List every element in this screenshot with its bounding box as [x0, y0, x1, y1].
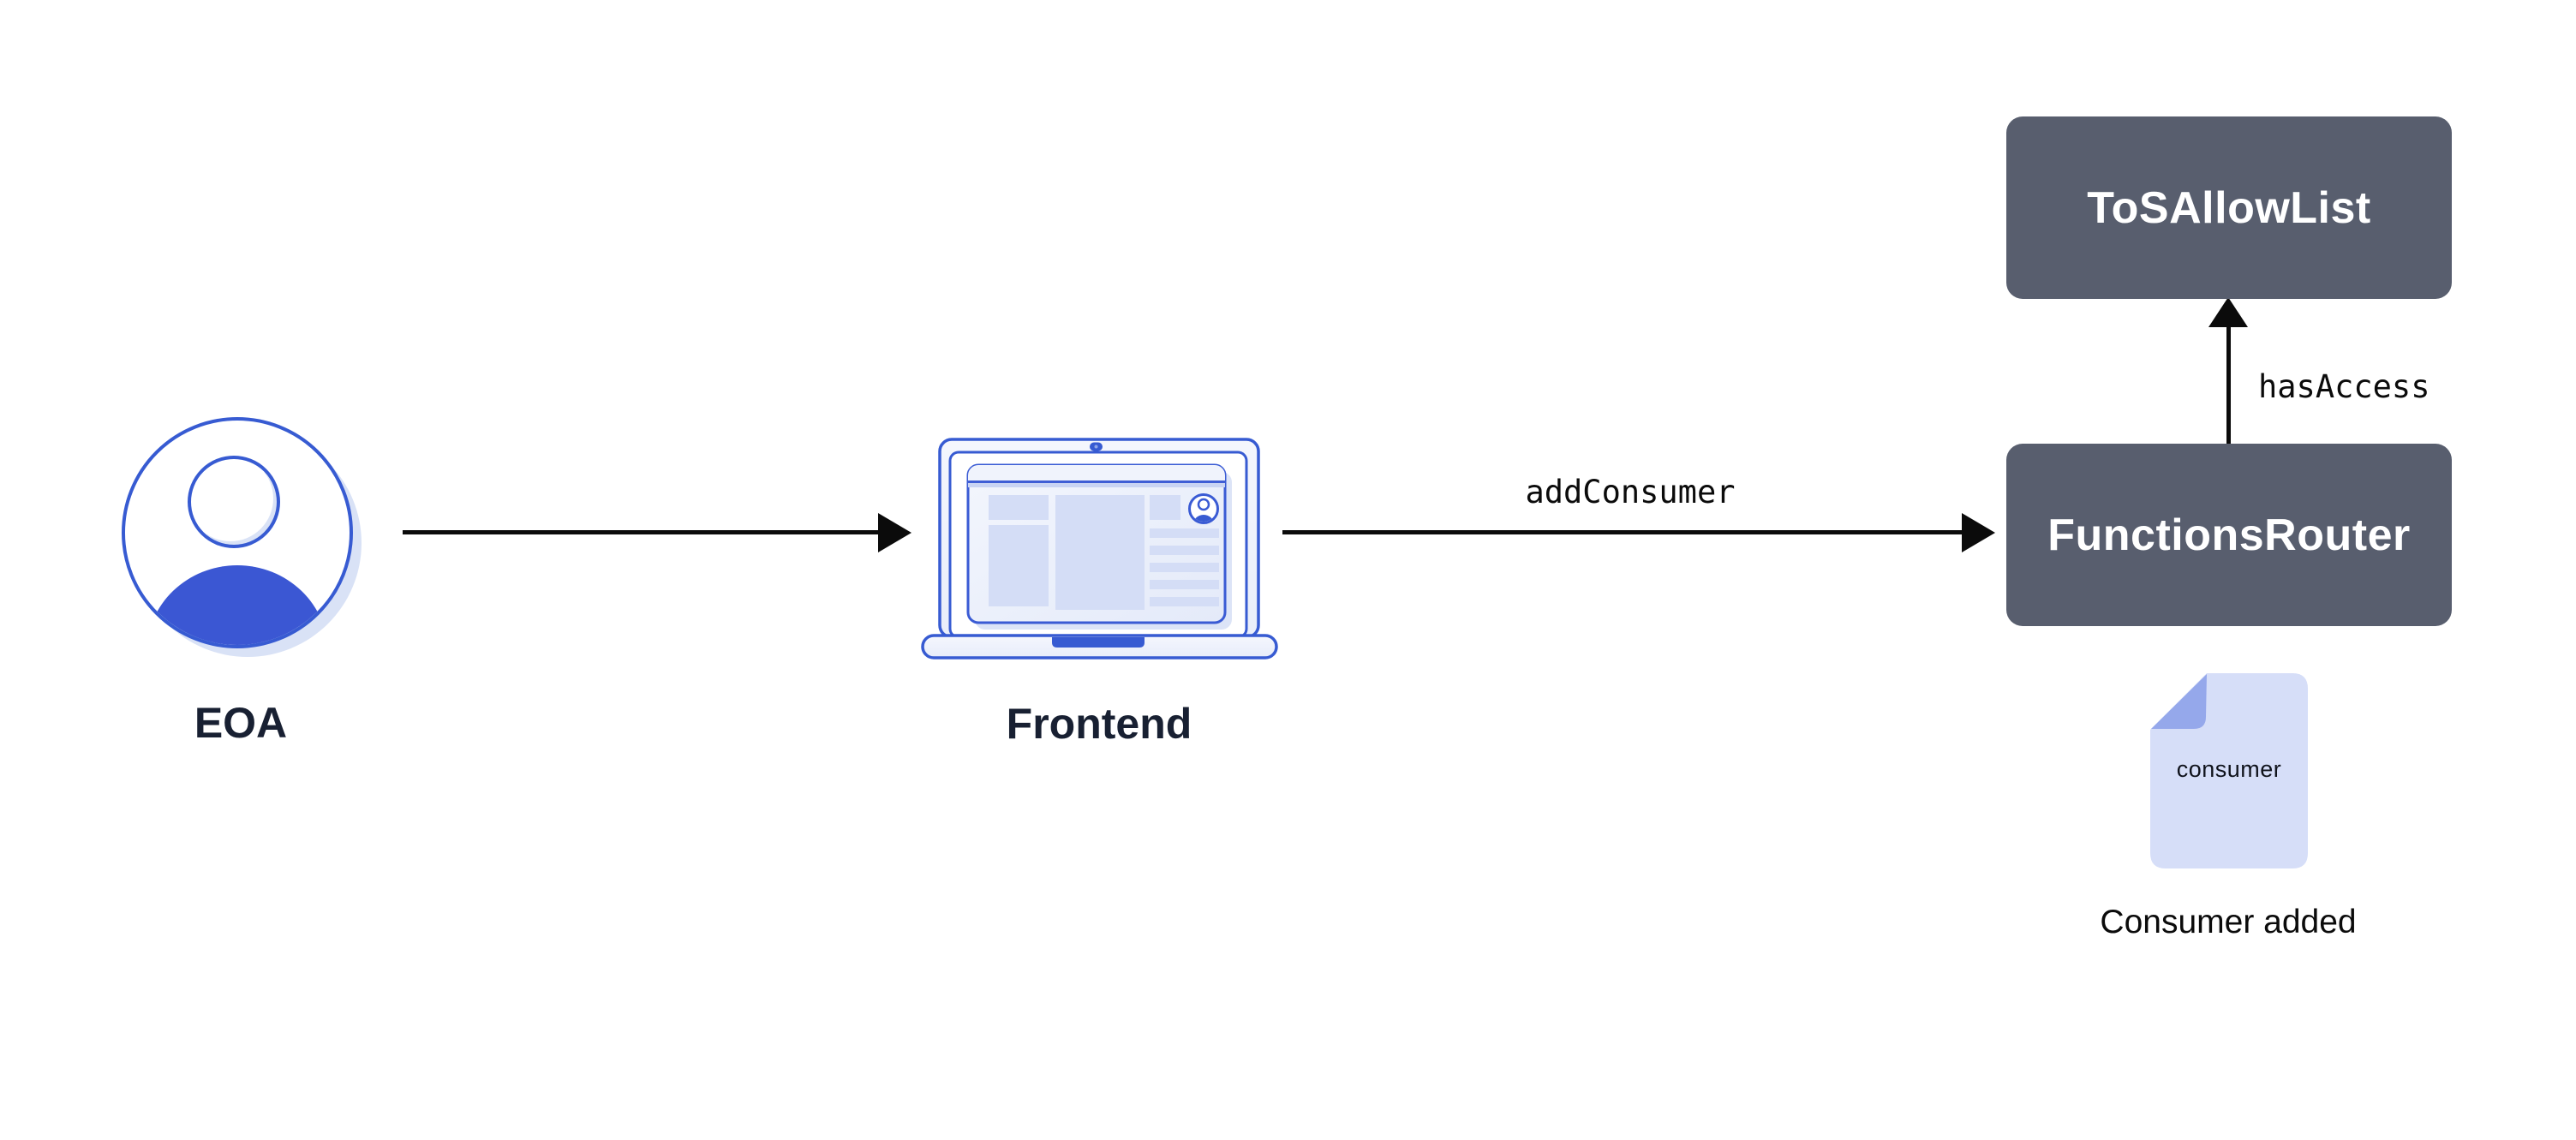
frontend-label: Frontend [1006, 700, 1192, 748]
consumer-file-node [2149, 672, 2309, 869]
laptop-icon [921, 438, 1278, 660]
consumer-added-caption: Consumer added [2100, 904, 2357, 940]
tosallowlist-box: ToSAllowList [2006, 116, 2452, 299]
tosallowlist-label: ToSAllowList [2087, 182, 2371, 233]
arrow-line [2226, 325, 2231, 444]
functionsrouter-box: FunctionsRouter [2006, 444, 2452, 626]
document-icon [2150, 673, 2308, 868]
arrowhead-up-icon [2208, 297, 2248, 327]
frontend-node [917, 432, 1279, 660]
arrowhead-right-icon [1962, 513, 1995, 552]
arrow-line [403, 530, 880, 534]
edge-label-hasaccess: hasAccess [2258, 368, 2430, 405]
arrow-line [1282, 530, 1963, 534]
arrowhead-right-icon [878, 513, 911, 552]
functionsrouter-label: FunctionsRouter [2047, 510, 2411, 560]
user-avatar-icon [122, 417, 362, 657]
document-file-label: consumer [2176, 756, 2282, 782]
eoa-label: EOA [194, 699, 288, 747]
edge-label-addconsumer: addConsumer [1525, 474, 1736, 510]
eoa-node [111, 411, 377, 668]
